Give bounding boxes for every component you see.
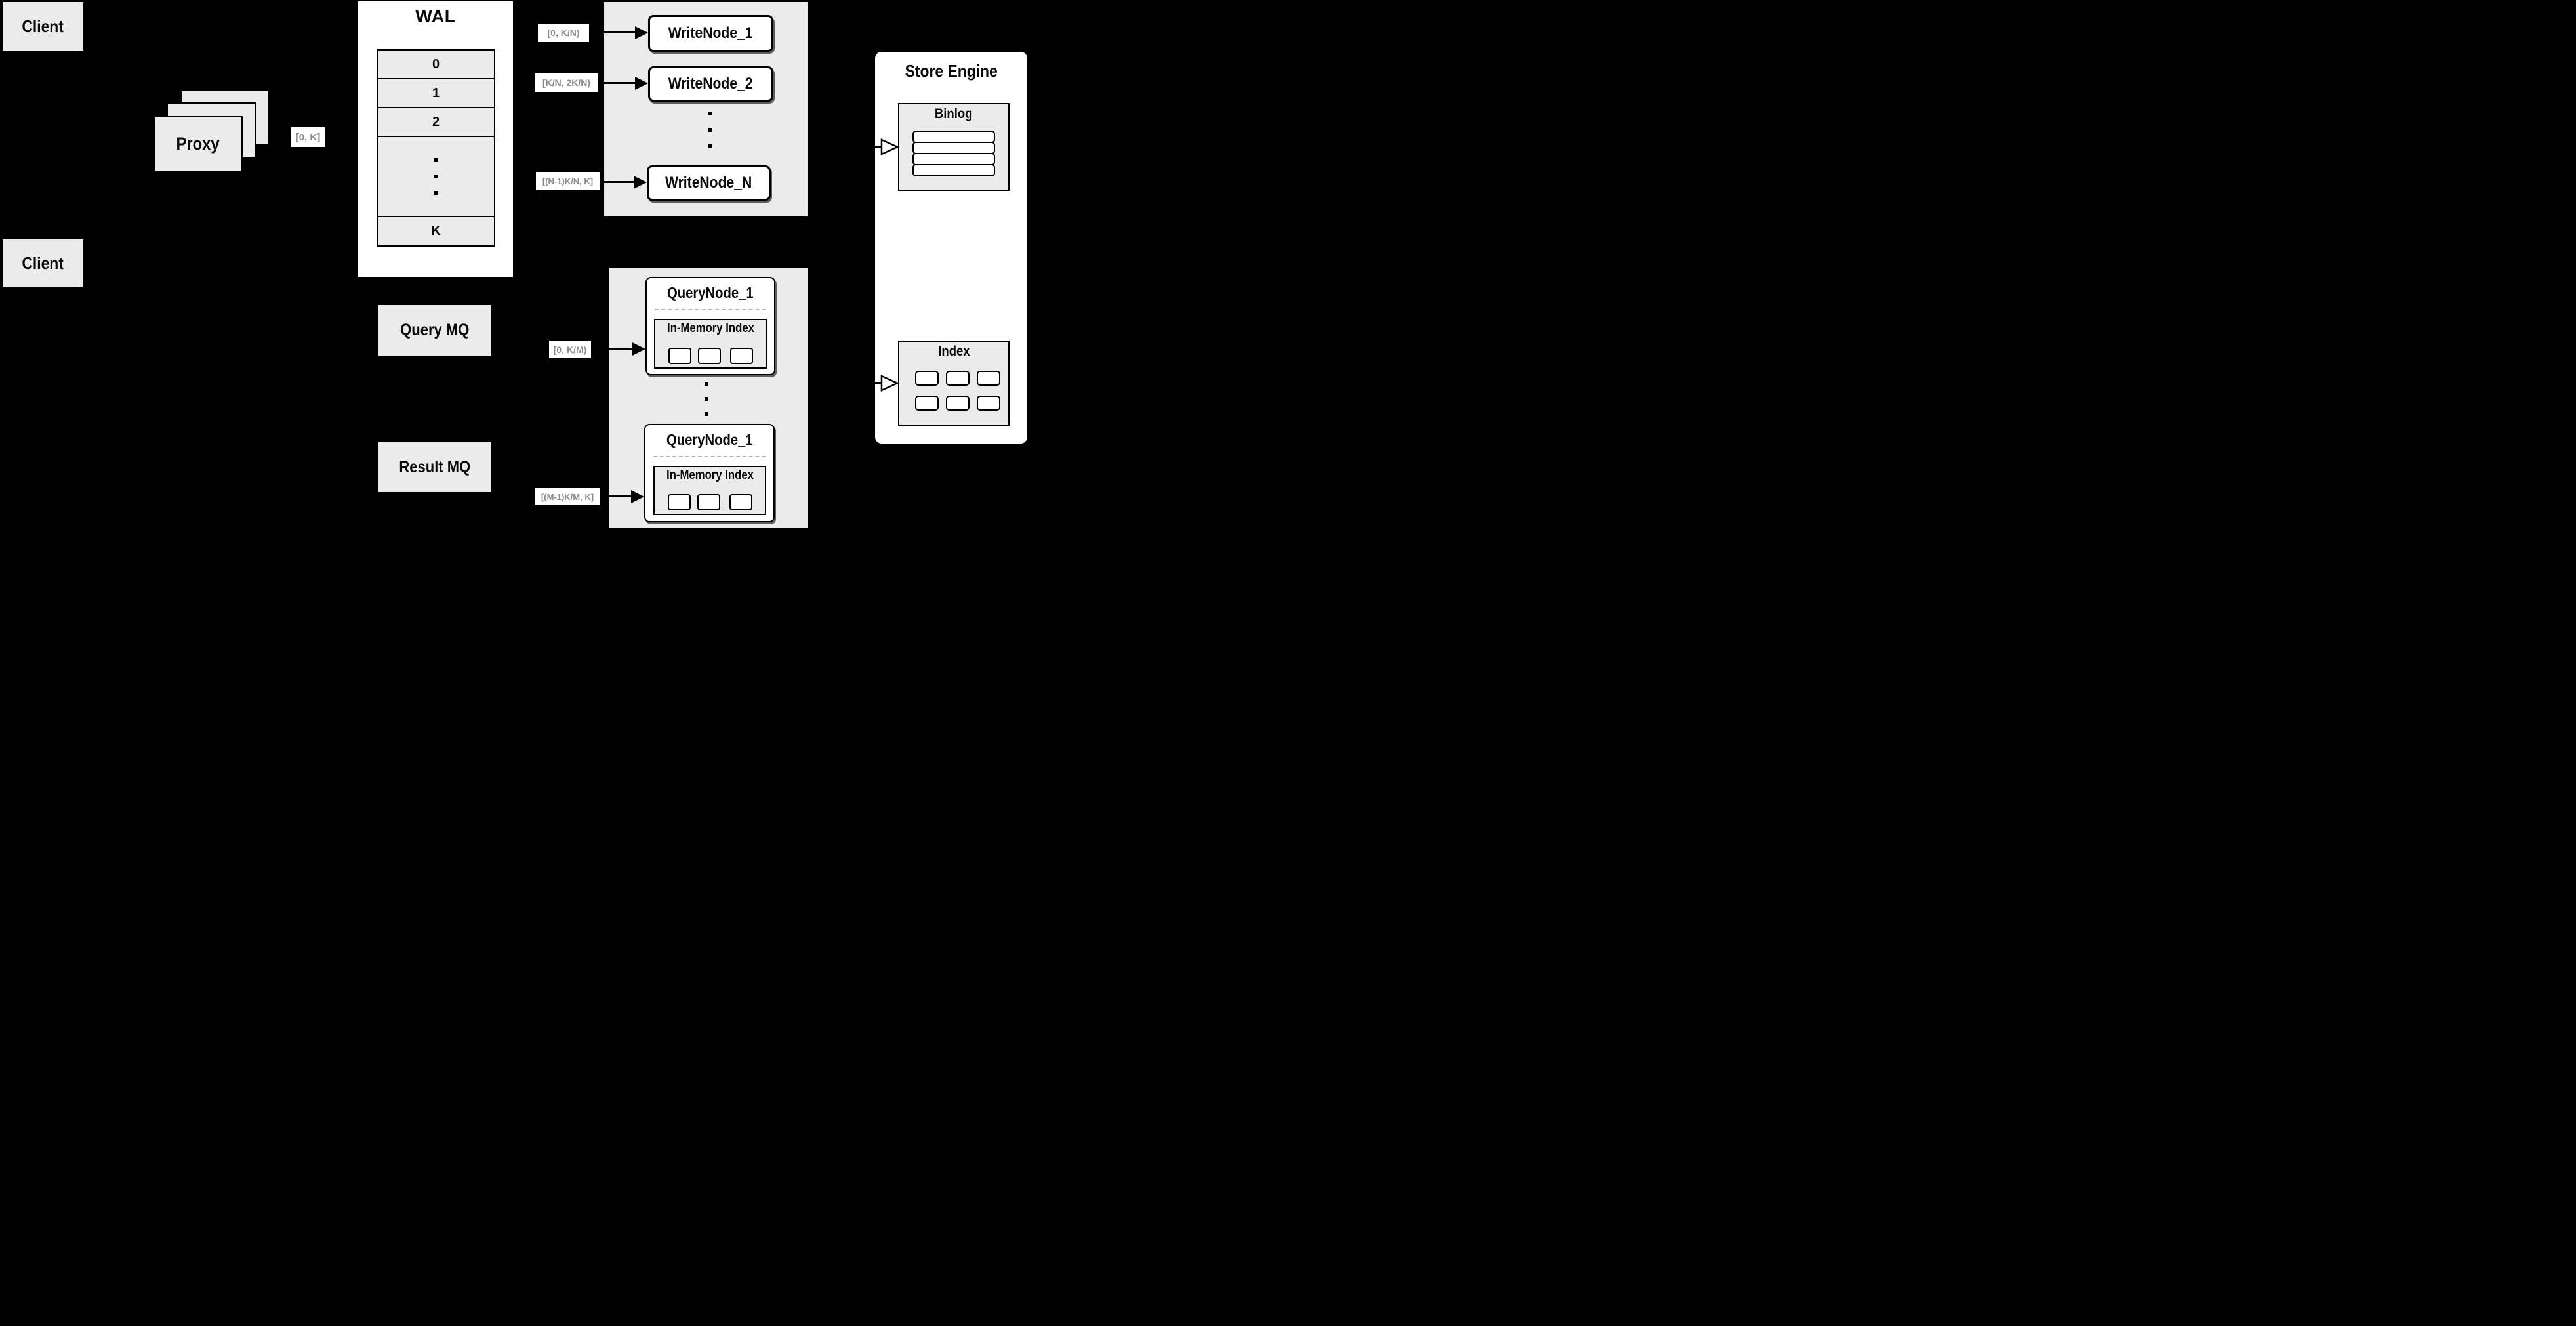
ellipsis-dots-icon [434,158,438,195]
wal-title: WAL [415,7,456,26]
range-label-0-k: [0, K] [291,127,325,147]
proxy-label: Proxy [176,134,220,154]
index-cell [915,396,939,411]
segment-cell [729,494,752,510]
query-node-ellipsis-icon [705,382,708,416]
index-cell [915,371,939,386]
query-node-1-separator [655,309,766,310]
client-box-bottom: Client [3,239,83,287]
store-engine-title: Store Engine [905,61,998,81]
index-cell [977,371,1000,386]
arrow-head-write-n-icon [634,176,647,189]
query-mq-label: Query MQ [399,321,470,339]
query-node-2-box: QueryNode_1 In-Memory Index [644,424,775,522]
range-label-write-1: [0, K/N) [538,24,589,42]
arrow-head-write-2-icon [635,77,648,90]
segment-cell [668,348,691,364]
arrow-line-write-1 [590,31,636,33]
write-node-1-label: WriteNode_1 [668,24,753,42]
in-memory-index-2-box: In-Memory Index [653,466,766,515]
client-box-top: Client [3,2,83,51]
wal-row-1: 1 [377,78,495,108]
write-node-n-box: WriteNode_N [647,165,771,201]
in-memory-index-1-label: In-Memory Index [666,321,754,335]
query-node-2-separator [653,456,766,457]
segment-cell [668,494,691,510]
wal-row-2: 2 [377,107,495,137]
range-label-write-2: [K/N, 2K/N) [535,73,598,92]
segment-cell [698,348,721,364]
index-cell [946,371,970,386]
result-mq-box: Result MQ [378,442,491,492]
write-node-n-label: WriteNode_N [665,174,752,192]
store-engine-box: Store Engine Binlog Index [875,52,1027,444]
arrow-line-write-2 [599,82,636,84]
binlog-rows [912,131,995,176]
wal-table: 0 1 2 K [377,49,495,247]
segment-cell [697,494,720,510]
segment-cell [730,348,753,364]
range-label-write-n: [(N-1)K/N, K] [536,172,600,190]
binlog-title: Binlog [935,106,973,121]
arrow-head-query-1-icon [632,342,645,356]
range-label-query-m: [(M-1)K/M, K] [535,488,600,505]
index-box: Index [898,341,1010,426]
query-node-2-title: QueryNode_1 [666,431,753,448]
wal-row-k: K [377,216,495,247]
query-node-1-title: QueryNode_1 [667,284,754,301]
range-label-query-1: [0, K/M) [549,341,591,358]
arrow-line-index [857,382,883,384]
client-top-label: Client [22,16,64,36]
index-cell [977,396,1000,411]
binlog-box: Binlog [898,103,1010,191]
write-node-ellipsis-icon [708,112,712,148]
proxy-card-front: Proxy [153,116,243,172]
query-mq-box: Query MQ [378,305,491,356]
arrow-head-write-1-icon [635,26,648,39]
architecture-diagram: Client Client Proxy [0, K] WAL 0 1 2 K W… [0,0,1030,530]
proxy-stack: Proxy [153,90,270,173]
wal-row-ellipsis [377,136,495,217]
binlog-row [912,164,995,176]
arrow-head-query-m-icon [631,490,644,503]
wal-box: WAL 0 1 2 K [358,1,513,277]
in-memory-index-2-label: In-Memory Index [666,468,754,482]
wal-row-0: 0 [377,49,495,79]
arrow-line-binlog [857,146,883,148]
arrow-head-index-icon [880,375,899,392]
write-node-2-box: WriteNode_2 [648,66,773,102]
arrow-line-query-m [600,495,632,497]
query-node-1-box: QueryNode_1 In-Memory Index [645,277,775,375]
in-memory-index-1-box: In-Memory Index [654,319,767,369]
write-node-2-label: WriteNode_2 [668,75,753,93]
write-node-1-box: WriteNode_1 [648,15,773,52]
result-mq-label: Result MQ [399,457,470,476]
index-cell [946,396,970,411]
client-bottom-label: Client [22,253,64,273]
arrow-line-write-n [600,181,635,183]
arrow-line-query-1 [592,348,634,350]
arrow-head-binlog-icon [880,138,899,155]
index-title: Index [937,344,970,359]
